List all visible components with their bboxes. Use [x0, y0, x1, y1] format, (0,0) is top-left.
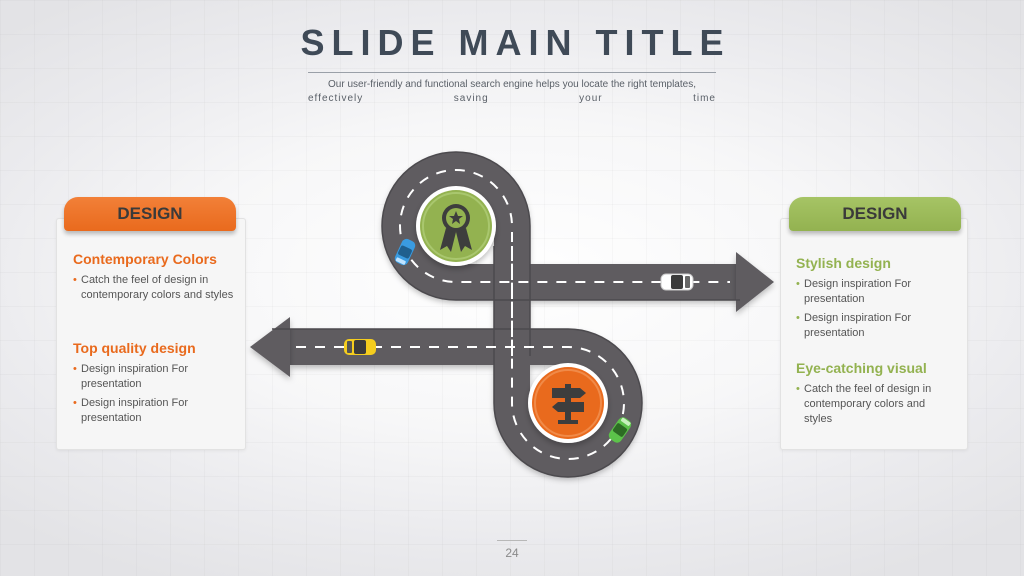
page-number: 24 [505, 546, 519, 560]
right-section-1: Stylish design Design inspiration For pr… [796, 255, 956, 345]
section-heading: Eye-catching visual [796, 360, 927, 376]
signpost-icon [552, 384, 586, 424]
yellow-car-icon [344, 339, 376, 355]
signpost-circle [528, 363, 608, 443]
arrow-right-head [736, 252, 774, 312]
blue-car-icon [394, 238, 416, 266]
slide-subtitle-line1: Our user-friendly and functional search … [328, 79, 696, 90]
page-number-rule [497, 540, 527, 541]
bullet-item: Design inspiration For presentation [796, 277, 956, 307]
bullet-item: Catch the feel of design in contemporary… [796, 382, 956, 427]
title-divider [308, 72, 716, 73]
section-heading: Stylish design [796, 255, 891, 271]
section-heading: Contemporary Colors [73, 251, 217, 267]
award-circle [416, 186, 496, 266]
award-ribbon-icon [440, 204, 472, 252]
left-section-1: Contemporary Colors Catch the feel of de… [73, 251, 241, 307]
bullet-item: Design inspiration For presentation [73, 396, 241, 426]
road-centerline-lower [296, 246, 625, 460]
green-car-icon [608, 417, 632, 443]
bullet-item: Design inspiration For presentation [796, 311, 956, 341]
road-upper-loop [382, 152, 740, 356]
bullet-item: Catch the feel of design in contemporary… [73, 273, 241, 303]
bullet-item: Design inspiration For presentation [73, 362, 241, 392]
slide-title: SLIDE MAIN TITLE [300, 22, 731, 63]
white-car-icon [660, 273, 694, 291]
right-panel-tab: DESIGN [789, 197, 961, 231]
slide-subtitle-line2: effectively saving your time [308, 93, 716, 104]
left-panel-tab: DESIGN [64, 197, 236, 231]
right-section-2: Eye-catching visual Catch the feel of de… [796, 360, 956, 431]
left-section-2: Top quality design Design inspiration Fo… [73, 340, 241, 430]
arrow-left-head [250, 317, 290, 377]
section-heading: Top quality design [73, 340, 196, 356]
